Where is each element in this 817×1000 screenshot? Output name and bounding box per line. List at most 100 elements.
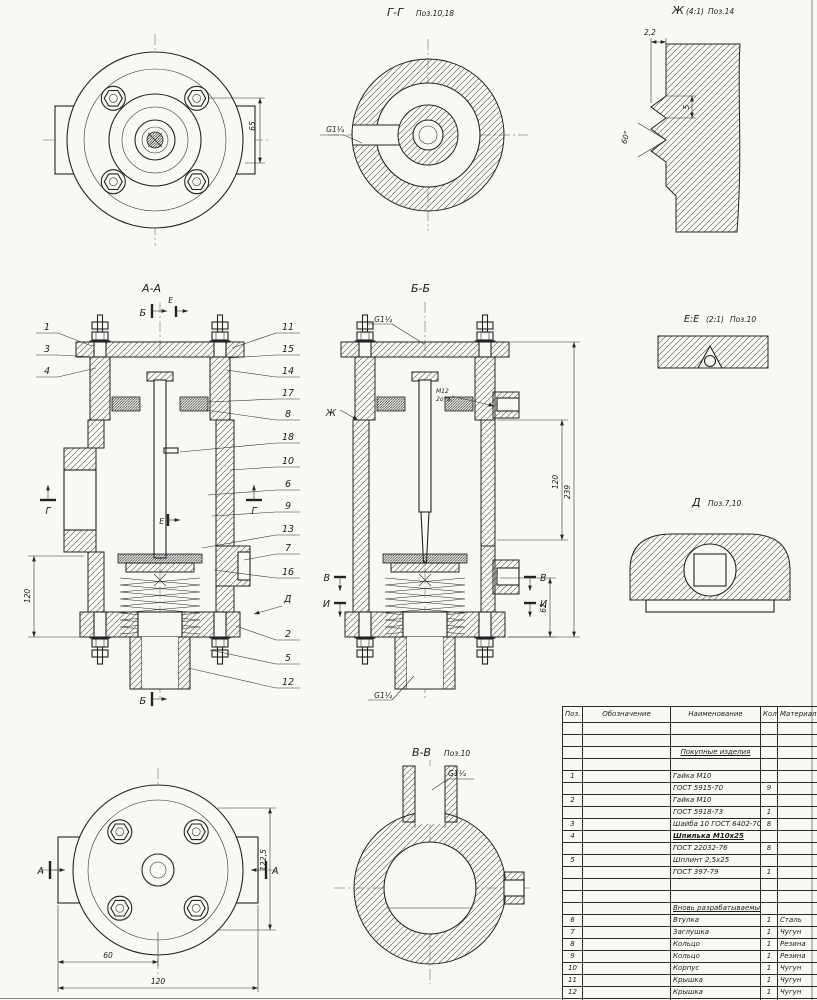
cell-pos: [562, 866, 583, 879]
cell-qty: 1: [760, 974, 778, 987]
cell-name: Крышка: [670, 986, 761, 999]
marker-e-top: Е: [168, 296, 173, 305]
marker-i-left: И: [323, 599, 330, 610]
cell-name: Покупные изделия: [670, 746, 761, 759]
cell-qty: [760, 902, 778, 915]
cell-qty: 8: [760, 818, 778, 831]
cell-pos: 10: [562, 962, 583, 975]
cell-name: ГОСТ 22032-76: [670, 842, 761, 855]
detail-d-label: Д: [691, 496, 701, 509]
cell-qty: 1: [760, 962, 778, 975]
cell-material: [777, 842, 817, 855]
callout-2: 2: [285, 629, 291, 640]
callout-1: 1: [44, 322, 50, 333]
cell-pos: [562, 782, 583, 795]
aa-dim-120: 120: [23, 589, 32, 604]
cell-material: [777, 890, 817, 903]
cell-pos: 1: [562, 770, 583, 783]
cell-material: [777, 722, 817, 735]
cell-designation: [582, 890, 671, 903]
cell-pos: [562, 902, 583, 915]
cell-name: Гайка М10: [670, 794, 761, 807]
table-row: [562, 734, 817, 747]
cell-qty: [760, 854, 778, 867]
callout-10: 10: [282, 456, 294, 467]
detail-zh-scale: (4:1): [686, 7, 704, 16]
col-material: Материал: [777, 706, 817, 723]
marker-g-right: Г: [251, 506, 257, 517]
detail-zh: 2,2 60° 5: [620, 28, 741, 233]
bb-m12-label: М12: [436, 388, 449, 395]
cell-pos: [562, 758, 583, 771]
stud-nut: [88, 314, 112, 342]
section-gg-title: Г-Г Поз.10,18: [387, 6, 454, 19]
bottom-dim-1225: 122,5: [259, 849, 268, 871]
cell-material: [777, 806, 817, 819]
cell-qty: [760, 734, 778, 747]
callout-7: 7: [285, 543, 291, 554]
cell-pos: 2: [562, 794, 583, 807]
bb-thread-top: G1¼: [374, 315, 393, 324]
cell-qty: [760, 746, 778, 759]
cell-qty: 1: [760, 950, 778, 963]
cell-name: Втулка: [670, 914, 761, 927]
cell-material: [777, 782, 817, 795]
cell-pos: 12: [562, 986, 583, 999]
vv-thread-label: G1¼: [448, 769, 467, 778]
callout-9: 9: [285, 501, 291, 512]
gg-thread-label: G1¼: [326, 125, 345, 134]
marker-zh: Ж: [325, 408, 337, 419]
marker-d: Д: [283, 594, 291, 605]
detail-zh-pos: Поз.14: [708, 7, 734, 16]
cell-pos: 11: [562, 974, 583, 987]
stud-nut: [208, 314, 232, 342]
cell-designation: [582, 926, 671, 939]
section-aa: А-А Б Е Б Г: [23, 282, 300, 707]
callout-4: 4: [44, 366, 50, 377]
cell-name: Заглушка: [670, 926, 761, 939]
table-section-row: Покупные изделия: [562, 746, 817, 759]
cell-material: [777, 734, 817, 747]
col-qty: Кол.: [760, 706, 778, 723]
marker-g-left: Г: [45, 506, 51, 517]
cell-name: Крышка: [670, 974, 761, 987]
detail-zh-label: Ж: [671, 4, 685, 17]
cell-name: [670, 878, 761, 891]
cell-name: Шайба 10 ГОСТ 6402-70: [670, 818, 761, 831]
cell-qty: 9: [760, 782, 778, 795]
cell-pos: [562, 734, 583, 747]
section-gg-label: Г-Г: [387, 6, 404, 19]
cell-designation: [582, 782, 671, 795]
cell-designation: [582, 854, 671, 867]
cell-material: [777, 830, 817, 843]
front-view: 65: [43, 34, 271, 246]
cell-material: Резина: [777, 950, 817, 963]
cell-qty: 1: [760, 986, 778, 999]
cell-material: Чугун: [777, 986, 817, 999]
detail-ee-label: Е:Е: [684, 314, 699, 325]
table-row: 13Обойма1Сталь: [562, 998, 817, 1000]
cell-designation: [582, 794, 671, 807]
stud-nut: [88, 637, 112, 665]
cell-material: [777, 866, 817, 879]
col-designation: Обозначение: [582, 706, 671, 723]
bb-thread-bottom: G1¼: [374, 691, 393, 700]
marker-a-right: А: [271, 866, 279, 877]
cell-pos: [562, 722, 583, 735]
callout-3: 3: [44, 344, 50, 355]
cell-material: [777, 878, 817, 891]
cell-material: Чугун: [777, 926, 817, 939]
cell-qty: 1: [760, 866, 778, 879]
cell-pos: 6: [562, 914, 583, 927]
table-row: [562, 878, 817, 891]
cell-qty: 1: [760, 926, 778, 939]
cell-name: [670, 890, 761, 903]
detail-ee-pos: Поз.10: [730, 315, 756, 324]
detail-ee-scale: (2:1): [706, 315, 724, 324]
bottom-view: А А 60 120 122,5: [37, 768, 279, 992]
